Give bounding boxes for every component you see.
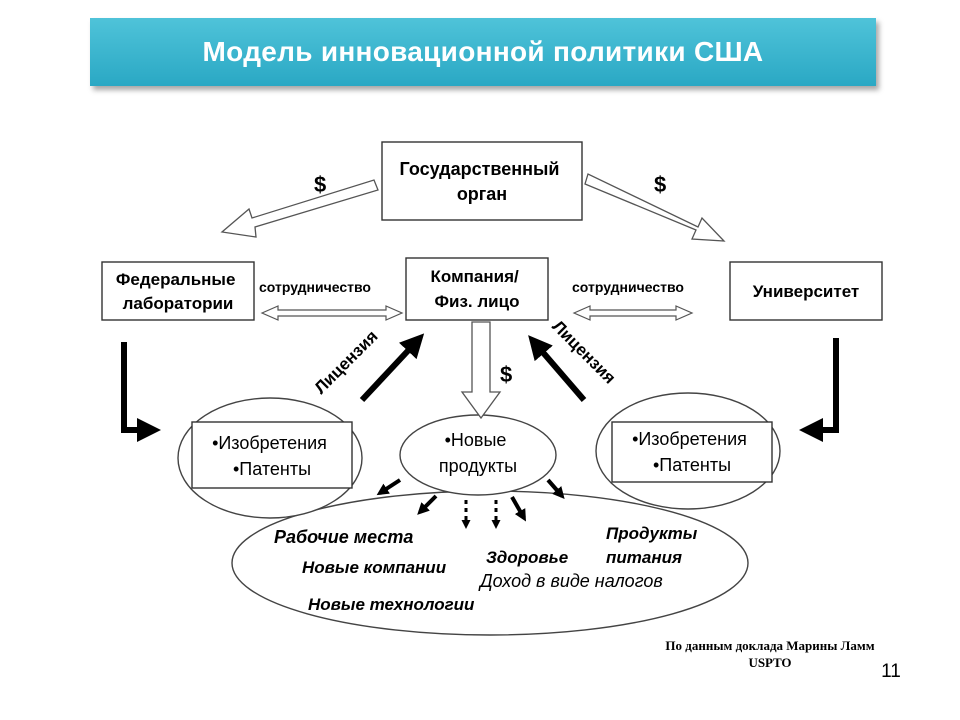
fed-box [101, 261, 255, 321]
arrow-gov-to-univ [584, 173, 726, 242]
source-line-1: По данным доклада Марины Ламм [665, 638, 875, 653]
company-box [405, 257, 549, 321]
dollar-right-label: $ [654, 172, 666, 197]
coop-arrow-left [260, 305, 404, 321]
outcome-jobs: Рабочие места [274, 527, 413, 547]
impact-arrow-6 [546, 478, 565, 500]
arrow-fed-to-inventions [121, 342, 161, 442]
dollar-left-label: $ [314, 172, 326, 197]
univ-box [729, 261, 883, 321]
coop-arrow-right [572, 305, 694, 321]
new-products-label: •Новые продукты [439, 430, 517, 476]
impact-arrow-2 [417, 494, 438, 515]
outcome-food: Продукты питания [606, 524, 702, 567]
inventions-left-label: •Изобретения •Патенты [212, 433, 332, 479]
outcome-health: Здоровье [486, 548, 568, 567]
inventions-right-box [611, 421, 773, 483]
source-note: По данным доклада Марины Ламм USPTO [620, 637, 920, 671]
title-banner: Модель инновационной политики США [90, 18, 876, 86]
arrow-gov-to-fed [220, 179, 379, 238]
fed-label: Федеральные лаборатории [116, 270, 240, 313]
outcome-new-companies: Новые компании [302, 558, 447, 577]
source-line-2: USPTO [748, 655, 792, 670]
arrow-company-to-products [460, 321, 502, 420]
dollar-center-label: $ [500, 362, 512, 387]
univ-label: Университет [753, 282, 860, 301]
impact-arrow-1 [376, 478, 402, 496]
outcome-tax: Доход в виде налогов [478, 571, 663, 591]
inventions-left-box [191, 421, 353, 489]
coop-left-label: сотрудничество [259, 279, 371, 295]
coop-right-label: сотрудничество [572, 279, 684, 295]
arrow-univ-to-inventions [799, 338, 839, 442]
license-arrow-left [359, 333, 425, 403]
gov-label: Государственный орган [400, 159, 565, 204]
outcome-new-tech: Новые технологии [308, 595, 475, 614]
inventions-right-label: •Изобретения •Патенты [632, 429, 752, 475]
company-label: Компания/ Физ. лицо [431, 267, 524, 311]
gov-box [381, 141, 583, 221]
impact-arrow-5 [510, 496, 526, 522]
page-number: 11 [881, 661, 901, 682]
license-arrow-right [528, 335, 587, 402]
slide-title: Модель инновационной политики США [202, 36, 764, 67]
license-right-label: Лицензия [548, 317, 619, 388]
new-products-ellipse [399, 414, 557, 496]
